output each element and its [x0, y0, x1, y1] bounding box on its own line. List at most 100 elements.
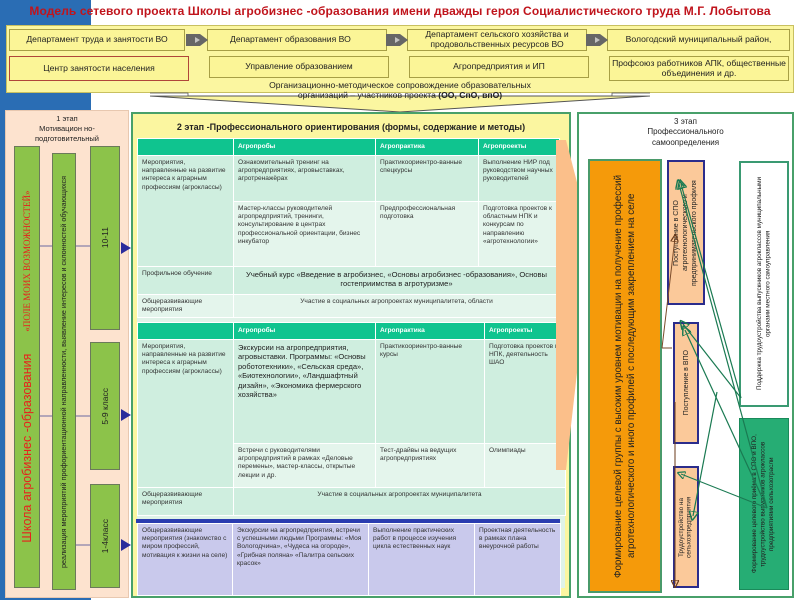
- grade-10-11: 10-11: [90, 146, 120, 330]
- connector-line: [685, 330, 768, 509]
- table-header: Агропробы: [233, 138, 376, 156]
- school-label: Школа агробизнес -образования: [20, 353, 34, 543]
- targeted-admission-box: Формирование целевого приёма в СПО и ВПО…: [739, 418, 789, 590]
- partner-dept-labor: Департамент труда и занятости ВО: [9, 29, 185, 51]
- grade-10-11-label: 10-11: [100, 227, 110, 249]
- table-header: [137, 322, 234, 340]
- partner-education-management: Управление образованием: [209, 56, 389, 78]
- support-employment-box: Поддержка трудоустройства выпускников аг…: [739, 161, 789, 407]
- table-cell: Олимпиады: [484, 443, 566, 488]
- stage2-table-high: Агропробы Агропрактика Агропроекты Мероп…: [137, 138, 560, 319]
- school-bar-text: Школа агробизнес -образования «ПОЛЕ МОИХ…: [20, 191, 34, 543]
- table-row: Профильное обучение Учебный курс «Введен…: [137, 266, 560, 295]
- table-cell: Учебный курс «Введение в агробизнес, «Ос…: [233, 266, 560, 295]
- stage3-title: 3 этап Профессионального самоопределения: [577, 117, 794, 148]
- table-cell: Практикоориентро-ванные курсы: [375, 339, 485, 444]
- table-cell: Профильное обучение: [137, 266, 234, 295]
- stage2-table-primary: Общеразвивающие мероприятия (знакомство …: [137, 523, 561, 596]
- table-row: Встречи с руководителями агропредприятий…: [138, 443, 566, 488]
- table-row: Мастер-классы руководителей агропредприя…: [138, 201, 560, 267]
- connector-line: [681, 184, 742, 399]
- table-header: [137, 138, 234, 156]
- table-cell: Предпрофессиональная подготовка: [375, 201, 479, 267]
- stage3-title-line2: Профессионального: [647, 127, 724, 137]
- partner-employment-center: Центр занятости населения: [9, 56, 189, 81]
- table-header: Агропрактика: [375, 322, 485, 340]
- table-cell: Практикоориентро-ванные спецкурсы: [375, 155, 479, 202]
- table-row: Общеразвивающие мероприятия Участие в со…: [137, 293, 560, 319]
- table-cell: Участие в социальных агропроектах муници…: [233, 487, 566, 516]
- table-cell: Мастер-классы руководителей агропредприя…: [233, 201, 376, 267]
- arrow-triangle-icon: [121, 539, 131, 551]
- table-row: Мероприятия, направленные на развитие ин…: [137, 155, 560, 267]
- connector-line: [693, 391, 718, 516]
- stage1-connectors: [40, 245, 90, 546]
- org-support-line2-wrap: организаций – участников проекта (ОО, Сп…: [150, 90, 650, 100]
- table-cell: Общеразвивающие мероприятия: [137, 487, 234, 516]
- grade-5-9-label: 5-9 класс: [100, 387, 110, 425]
- chevron-right-icon: [186, 34, 208, 46]
- stage1-title-line1: 1 этап: [56, 114, 78, 123]
- connector-line: [683, 324, 742, 399]
- table-cell: Выполнение НИР под руководством научных …: [478, 155, 560, 202]
- stage3-connectors: [661, 112, 768, 598]
- table-cell: Встречи с руководителями агропредприятий…: [233, 443, 376, 488]
- org-support-line1: Организационно-методическое сопровождени…: [269, 80, 531, 90]
- stage3-title-line1: 3 этап: [674, 117, 697, 126]
- grade-5-9: 5-9 класс: [90, 342, 120, 470]
- employment-box: Трудоустройство на сельхозпредприятия: [673, 466, 699, 588]
- table-cell: Экскурсии на агропредприятия, агровыстав…: [233, 339, 376, 444]
- table-cell: Участие в социальных агропроектах муници…: [233, 293, 560, 319]
- table-cell: Общеразвивающие мероприятия: [137, 293, 234, 319]
- partner-agro-enterprises: Агропредприятия и ИП: [409, 56, 589, 78]
- support-arrow: [150, 92, 650, 112]
- stage1-title-line2: Мотивацион но-: [39, 123, 95, 133]
- table-cell: Мероприятия, направленные на развитие ин…: [137, 155, 234, 267]
- partner-district: Вологодский муниципальный район,: [607, 29, 790, 51]
- table-cell: Экскурсии на агропредприятия, встречи с …: [232, 523, 369, 596]
- table-cell: Мероприятия, направленные на развитие ин…: [137, 339, 234, 488]
- table-cell: Общеразвивающие мероприятия (знакомство …: [137, 523, 233, 596]
- table-row: Мероприятия, направленные на развитие ин…: [137, 339, 566, 488]
- table-header: Агропроекты: [478, 138, 560, 156]
- table-cell: Подготовка проектов к областным НПК и ко…: [478, 201, 560, 267]
- table-cell: Подготовка проектов к НПК, деятельность …: [484, 339, 566, 444]
- primary-table-topline: [136, 519, 560, 523]
- table-cell: Тест-драйвы на ведущих агропредприятиях: [375, 443, 485, 488]
- table-header: Агропробы: [233, 322, 376, 340]
- school-bar: Школа агробизнес -образования «ПОЛЕ МОИХ…: [14, 146, 40, 588]
- stage1-title-line3: подготовительный: [35, 133, 99, 143]
- connector-line: [661, 238, 675, 349]
- table-cell: Проектная деятельность в рамках плана вн…: [474, 523, 561, 596]
- table-cell: Выполнение практических работ в процессе…: [368, 523, 475, 596]
- partner-trade-union: Профсоюз работников АПК, общественные об…: [609, 56, 789, 81]
- connector-line: [681, 474, 768, 509]
- vpo-admission-box: Поступление в ВПО: [673, 322, 699, 444]
- stage2-title: 2 этап -Профессионального ориентирования…: [176, 122, 526, 132]
- target-group-box: Формирование целевой группы с высоким ур…: [588, 159, 662, 593]
- org-support-abbr: (ОО, СпО, впО): [438, 90, 503, 101]
- grade-1-4: 1-4класс: [90, 484, 120, 588]
- table-header-row: Агропробы Агропрактика Агропроекты: [137, 322, 566, 340]
- stage3-title-line3: самоопределения: [651, 137, 720, 147]
- arrow-triangle-icon: [121, 242, 131, 254]
- school-motto: «ПОЛЕ МОИХ ВОЗМОЖНОСТЕЙ»: [22, 191, 32, 333]
- partner-dept-agriculture: Департамент сельского хозяйства и продов…: [407, 29, 587, 51]
- table-header: Агропрактика: [375, 138, 479, 156]
- page-title: Модель сетевого проекта Школы агробизнес…: [29, 4, 771, 18]
- chevron-right-icon: [586, 34, 608, 46]
- connector-line: [679, 184, 768, 509]
- chevron-right-icon: [386, 34, 408, 46]
- table-row: Общеразвивающие мероприятия Участие в со…: [137, 487, 566, 516]
- activity-bar: реализация мероприятий профориентационно…: [52, 153, 76, 590]
- stage2-table-middle: Агропробы Агропрактика Агропроекты Мероп…: [137, 322, 566, 516]
- grade-1-4-label: 1-4класс: [100, 518, 110, 554]
- org-support-line2: организаций – участников проекта: [297, 90, 436, 101]
- table-header-row: Агропробы Агропрактика Агропроекты: [137, 138, 560, 156]
- table-row: Общеразвивающие мероприятия (знакомство …: [137, 523, 561, 596]
- partner-dept-education: Департамент образования ВО: [207, 29, 387, 51]
- org-support-text: Организационно-методическое сопровождени…: [150, 80, 650, 101]
- stage1-title: 1 этап Мотивацион но- подготовительный: [5, 114, 129, 143]
- table-cell: Ознакомительный тренинг на агропредприят…: [233, 155, 376, 202]
- arrow-triangle-icon: [121, 409, 131, 421]
